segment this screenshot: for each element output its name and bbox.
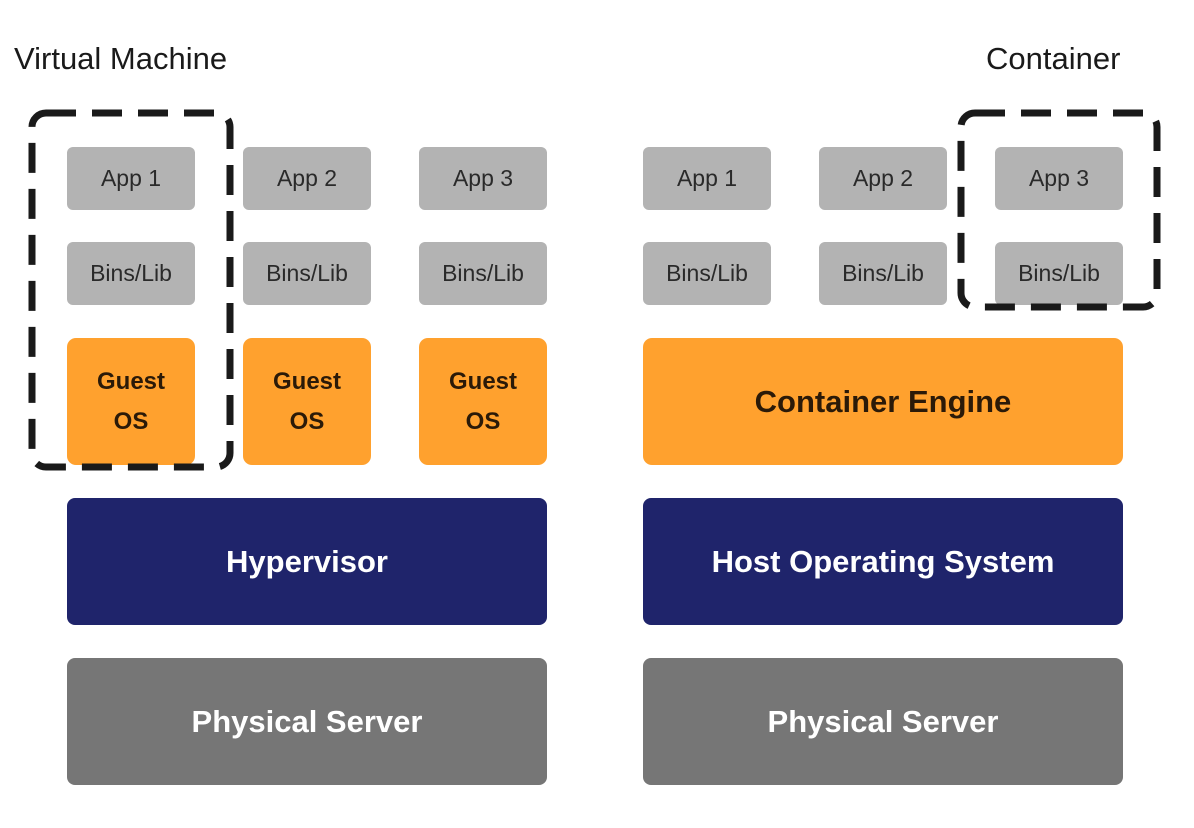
container-engine-layer: Container Engine [643, 338, 1123, 465]
vm-guest-os-1: Guest OS [67, 338, 195, 465]
vm-app-2: App 2 [243, 147, 371, 210]
vm-libs-2: Bins/Lib [243, 242, 371, 305]
vm-app-1: App 1 [67, 147, 195, 210]
vm-app-3: App 3 [419, 147, 547, 210]
container-highlight-frame [957, 109, 1161, 311]
hypervisor-layer: Hypervisor [67, 498, 547, 625]
vm-title: Virtual Machine [14, 41, 228, 76]
container-libs-2: Bins/Lib [819, 242, 947, 305]
vm-physical-server-layer: Physical Server [67, 658, 547, 785]
container-title: Container [986, 41, 1121, 76]
container-physical-server-layer: Physical Server [643, 658, 1123, 785]
vm-libs-3: Bins/Lib [419, 242, 547, 305]
vm-guest-os-3: Guest OS [419, 338, 547, 465]
container-app-2: App 2 [819, 147, 947, 210]
container-libs-3: Bins/Lib [995, 242, 1123, 305]
container-libs-1: Bins/Lib [643, 242, 771, 305]
container-app-1: App 1 [643, 147, 771, 210]
vm-guest-os-2: Guest OS [243, 338, 371, 465]
vm-highlight-frame [28, 109, 234, 471]
host-os-layer: Host Operating System [643, 498, 1123, 625]
container-app-3: App 3 [995, 147, 1123, 210]
vm-libs-1: Bins/Lib [67, 242, 195, 305]
